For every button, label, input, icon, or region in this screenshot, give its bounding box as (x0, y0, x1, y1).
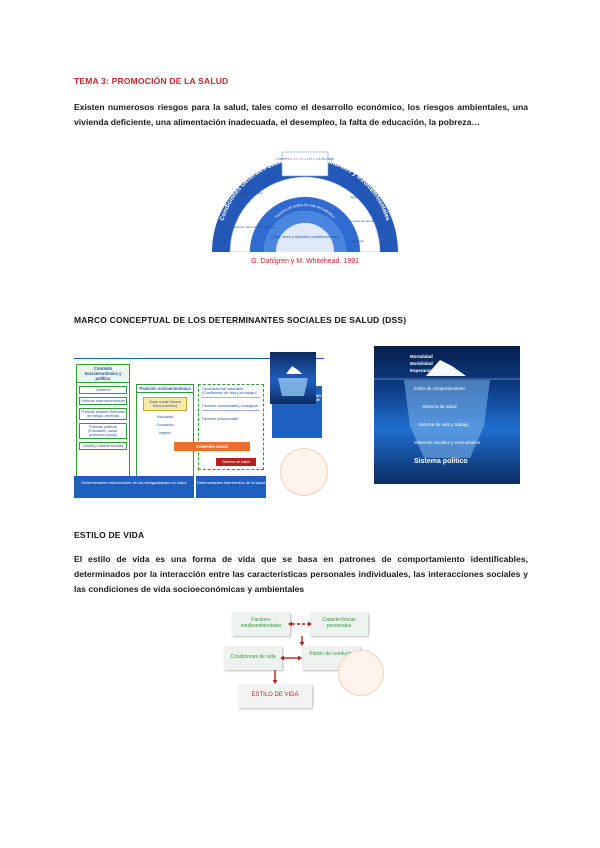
outer-band (212, 159, 398, 252)
intermediate-item: Factores conductuales y biológicos (202, 404, 260, 411)
iceberg-top-line: Esperanza de vida (410, 368, 450, 373)
lifestyle-result-box: ESTILO DE VIDA (238, 684, 312, 708)
sector-label-6: Vivienda (352, 239, 364, 243)
intermediate-item: Factores psicosociales (202, 417, 239, 421)
lifestyle-heading: ESTILO DE VIDA (74, 530, 145, 540)
position-header: Posición socioeconómica (137, 385, 193, 393)
core-label: Edad, sexo y factores constitucionales (271, 234, 339, 239)
context-item: Políticas públicas (Educación, salud, pr… (79, 423, 127, 439)
health-system-bar: Sistema de salud (216, 458, 256, 466)
lifestyle-arrows (272, 621, 312, 684)
context-item: Políticas sociales (Mercado de trabajo, … (79, 408, 127, 420)
watermark-seal (338, 650, 384, 696)
sector-label-1: Educación (262, 175, 276, 179)
small-iceberg-shape (278, 366, 308, 396)
iceberg-layer: Sistema de salud (422, 404, 457, 409)
position-item: Ingreso (159, 431, 171, 435)
context-header: Contexto Socioeconómico y político (77, 365, 129, 383)
personal-characteristics-box: Características personales (310, 612, 368, 636)
intermediate-column: Circunstancias materiales (Condiciones d… (198, 384, 264, 470)
dahlgren-whitehead-rainbow: Condiciones de vida y de trabajo Condici… (212, 151, 398, 266)
lifestyle-diagram: Factores medioambientales Característica… (224, 612, 370, 708)
position-item: Ocupación (156, 423, 174, 427)
dss-diagram: Contexto Socioeconómico y político Gobie… (74, 352, 330, 502)
top-box-label: Condiciones de vida y de trabajo (276, 156, 335, 161)
iceberg-image: Mortalidad Morbilidad Esperanza de vida … (374, 346, 520, 484)
small-iceberg-thumbnail (270, 352, 316, 404)
context-item: Gobierno (79, 386, 127, 394)
position-item: Educación (156, 415, 174, 419)
iceberg-layer: Sistemas sociales y comunitarios (414, 440, 481, 445)
sector-label-0: Ambiente laboral (240, 191, 263, 195)
rainbow-credit: G. Dahlgren y M. Whitehead. 1991 (251, 258, 359, 265)
living-conditions-box: Condiciones de vida (224, 646, 282, 670)
context-column: Contexto Socioeconómico y político Gobie… (76, 364, 130, 478)
iceberg-shape (374, 360, 520, 458)
context-item: Cultura y valores sociales (79, 442, 127, 450)
lifestyle-paragraph: El estilo de vida es una forma de vida q… (74, 554, 528, 594)
iceberg-top-line: Mortalidad (410, 354, 433, 359)
position-item: Clase social Género Etnia (racismo) (143, 397, 187, 411)
inner-band (264, 211, 346, 252)
intermediate-item: Circunstancias materiales (Condiciones d… (202, 387, 260, 398)
sector-label-4: Agua y saneamiento (350, 195, 378, 199)
intermediate-determinants-bar: Determinantes intermedios de la salud (196, 476, 266, 498)
iceberg-layer: Estilo de comportamiento (414, 386, 465, 391)
iceberg-layer: Sistema político (414, 458, 468, 465)
intro-paragraph: Existen numerosos riesgos para la salud,… (74, 102, 528, 127)
iceberg-top-line: Morbilidad (410, 361, 433, 366)
sector-label-2: Producción agrícola y de alimentos (230, 225, 277, 229)
sector-label-3: Desempleo (348, 177, 364, 181)
iceberg-layer: Sistema de vida y trabajo (418, 422, 469, 427)
top-feedback-arrow (74, 358, 324, 364)
environmental-factors-box: Factores medioambientales (232, 612, 290, 636)
dss-heading: MARCO CONCEPTUAL DE LOS DETERMINANTES SO… (74, 315, 407, 325)
social-cohesion-bar: Cohesión social (174, 442, 250, 451)
watermark-seal (280, 448, 328, 496)
middle-band (250, 197, 360, 252)
position-column: Posición socioeconómica Clase social Gén… (136, 384, 194, 478)
top-box (281, 151, 329, 177)
credit-bg (212, 252, 398, 266)
sector-label-5: Servicios de atención de salud (348, 219, 389, 223)
page-title: TEMA 3: PROMOCIÓN DE LA SALUD (74, 76, 229, 86)
structural-determinants-bar: Determinantes estructurales de las desig… (74, 476, 194, 498)
context-item: Políticas macroeconómicas (79, 397, 127, 405)
core (276, 223, 334, 252)
